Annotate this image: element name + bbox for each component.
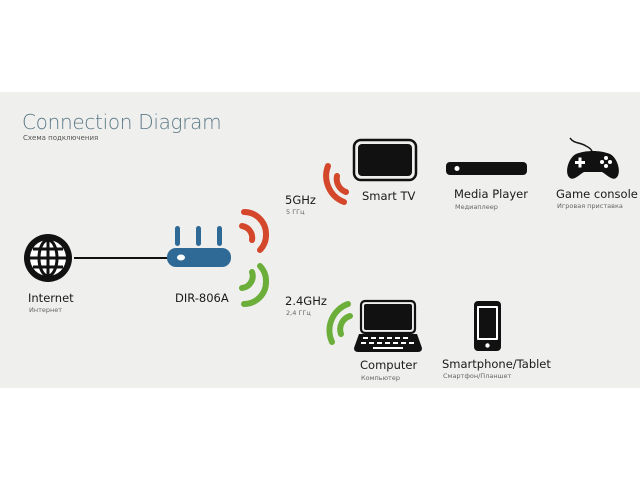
internet-sublabel: Интернет: [29, 306, 63, 314]
computer-sublabel: Компьютер: [361, 374, 400, 382]
media-player-icon: [446, 162, 527, 175]
game-console-label: Game console: [556, 187, 638, 201]
diagram-panel: [0, 92, 640, 388]
tv-icon: [352, 138, 418, 182]
globe-icon: [24, 234, 72, 282]
internet-label: Internet: [28, 291, 74, 305]
page-subtitle: Схема подключения: [23, 134, 99, 142]
smartphone-tablet-label: Smartphone/Tablet: [442, 357, 551, 371]
router-icon: [167, 226, 231, 267]
router-label: DIR-806A: [175, 291, 229, 305]
connection-line: [74, 257, 170, 259]
media-player-label: Media Player: [454, 187, 528, 201]
band-5ghz-sublabel: 5 ГГц: [286, 208, 305, 216]
wifi-5ghz-icon: [239, 209, 269, 253]
media-player-sublabel: Медиаплеер: [455, 203, 498, 211]
smart-tv-label: Smart TV: [362, 189, 416, 203]
band-24ghz-sublabel: 2,4 ГГц: [286, 309, 311, 317]
band-5ghz-label: 5GHz: [285, 193, 316, 207]
smartphone-tablet-sublabel: Смартфон/Планшет: [443, 372, 512, 380]
laptop-icon: [354, 299, 422, 352]
page-title: Connection Diagram: [22, 110, 222, 134]
gamepad-icon: [567, 137, 619, 179]
wifi-24ghz-icon: [239, 263, 269, 307]
smartphone-icon: [474, 301, 501, 351]
wifi-5ghz-device-icon: [323, 163, 349, 205]
computer-label: Computer: [360, 358, 418, 372]
wifi-24ghz-device-icon: [326, 301, 353, 345]
game-console-sublabel: Игровая приставка: [557, 202, 623, 210]
band-24ghz-label: 2.4GHz: [285, 294, 327, 308]
